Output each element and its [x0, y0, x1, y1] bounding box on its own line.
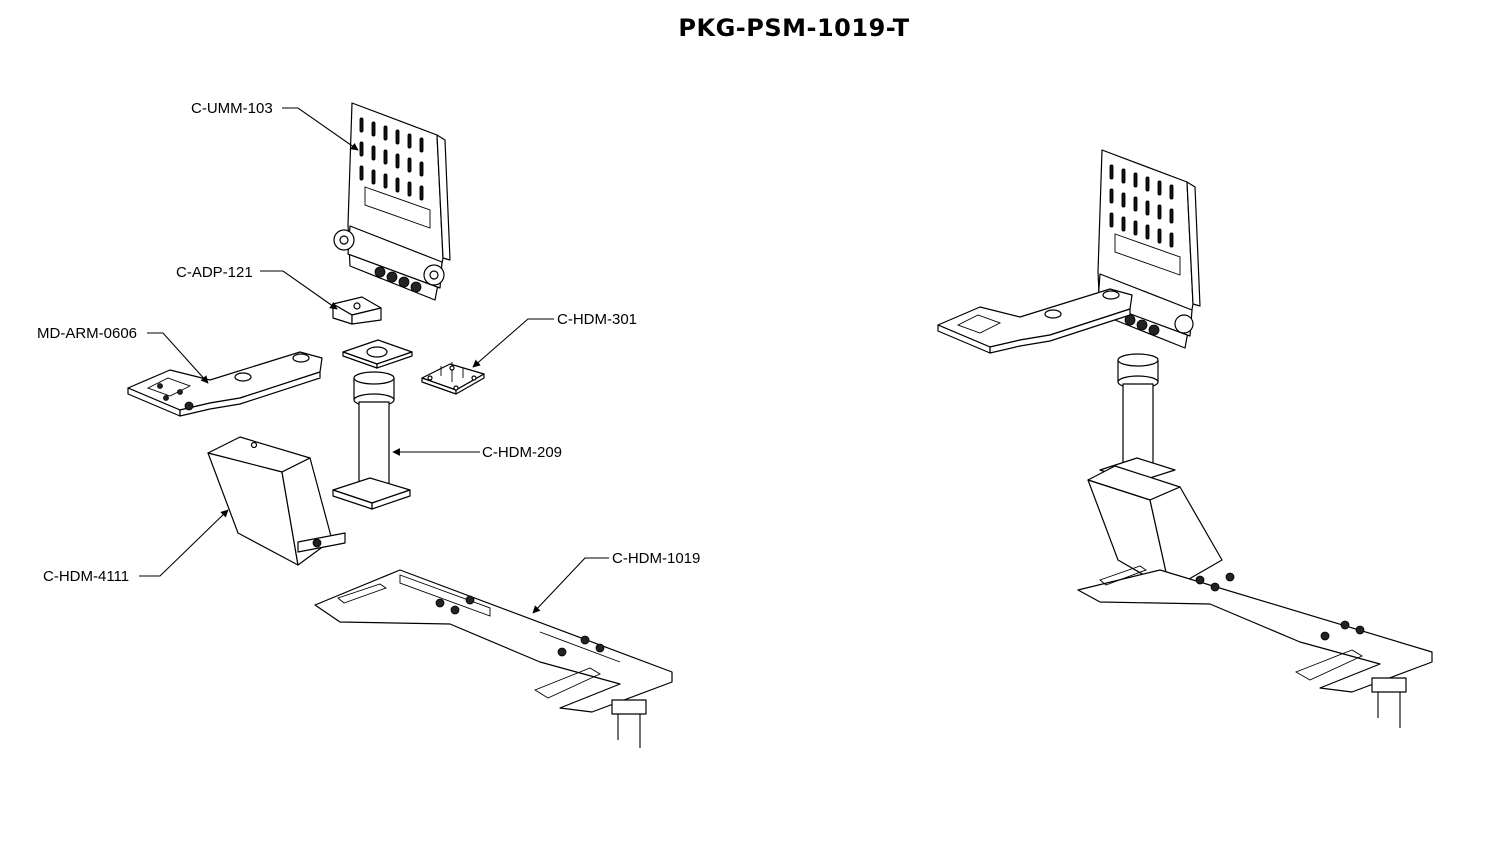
leader-c-adp-121 — [260, 270, 338, 310]
md-arm-0606-part — [127, 351, 323, 417]
c-hdm-301-part — [421, 362, 485, 395]
c-hdm-209-part — [332, 339, 413, 510]
leader-c-umm-103 — [282, 107, 359, 151]
callout-c-hdm-4111: C-HDM-4111 — [43, 568, 129, 585]
assembled-view — [937, 149, 1433, 728]
callout-c-hdm-209: C-HDM-209 — [482, 444, 562, 461]
c-umm-103-part — [333, 102, 451, 301]
c-adp-121-part — [332, 296, 382, 325]
leader-md-arm-0606 — [147, 332, 209, 384]
callout-c-umm-103: C-UMM-103 — [191, 100, 273, 117]
leader-c-hdm-301 — [472, 318, 554, 368]
page-title: PKG-PSM-1019-T — [678, 14, 910, 42]
callout-c-adp-121: C-ADP-121 — [176, 264, 253, 281]
callout-c-hdm-1019: C-HDM-1019 — [612, 550, 700, 567]
c-hdm-4111-part — [207, 436, 346, 566]
c-hdm-1019-part — [314, 569, 673, 748]
callout-c-hdm-301: C-HDM-301 — [557, 311, 637, 328]
callout-md-arm-0606: MD-ARM-0606 — [37, 325, 137, 342]
leader-c-hdm-4111 — [139, 509, 229, 577]
leader-c-hdm-1019 — [532, 557, 609, 614]
